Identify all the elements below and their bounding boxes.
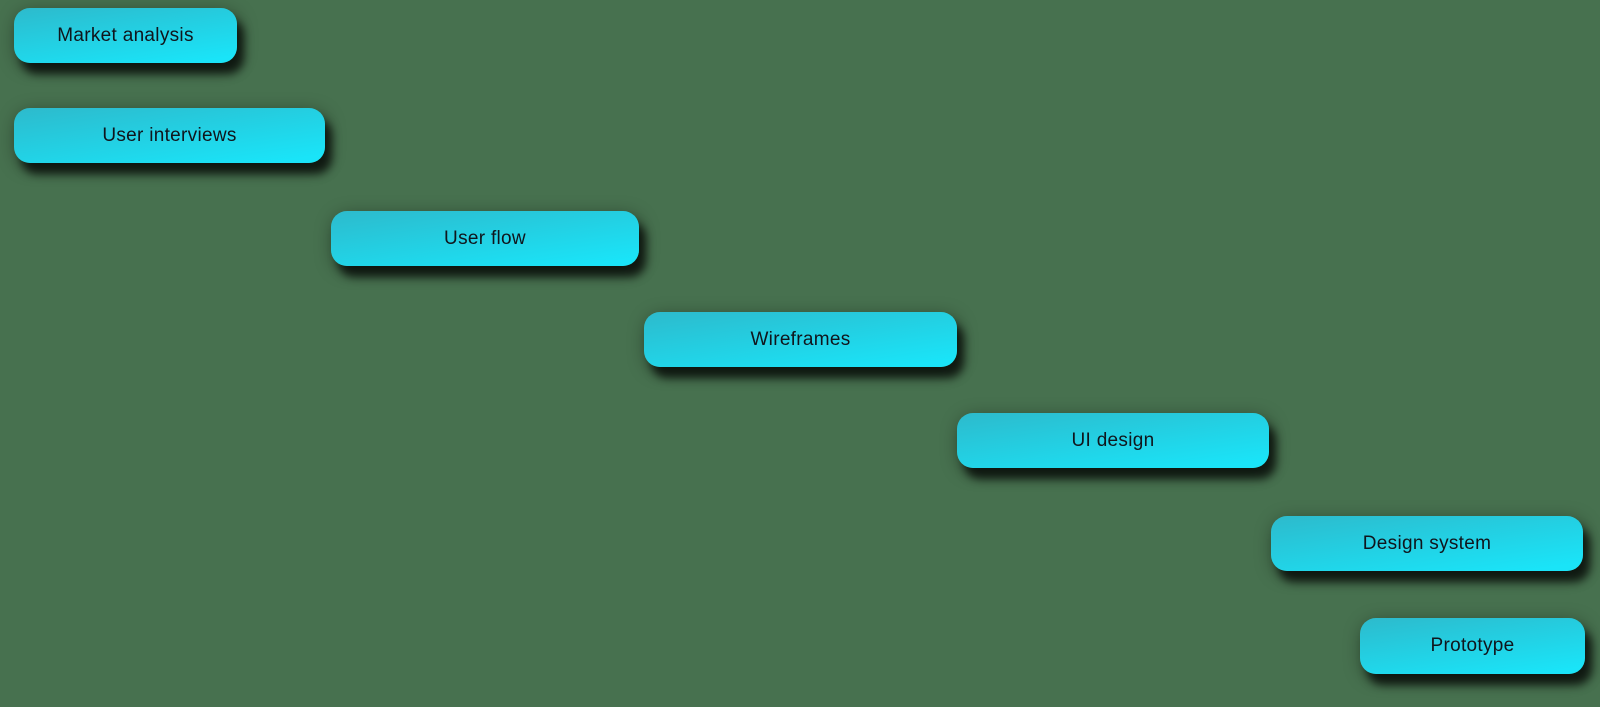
task-label: Wireframes	[750, 328, 851, 350]
task-label: Prototype	[1430, 635, 1515, 656]
task-label: Design system	[1362, 532, 1492, 554]
task-label: User flow	[444, 227, 526, 249]
task-bar-ui-design[interactable]: UI design	[957, 413, 1269, 468]
task-bar-design-system[interactable]: Design system	[1271, 516, 1583, 571]
task-bar-prototype[interactable]: Prototype	[1360, 618, 1585, 674]
task-bar-user-interviews[interactable]: User interviews	[14, 108, 325, 163]
task-label: Market analysis	[57, 24, 194, 46]
task-bar-market-analysis[interactable]: Market analysis	[14, 8, 237, 63]
task-label: UI design	[1071, 429, 1155, 451]
task-bar-wireframes[interactable]: Wireframes	[644, 312, 957, 367]
task-label: User interviews	[102, 124, 237, 146]
task-bar-user-flow[interactable]: User flow	[331, 211, 639, 266]
